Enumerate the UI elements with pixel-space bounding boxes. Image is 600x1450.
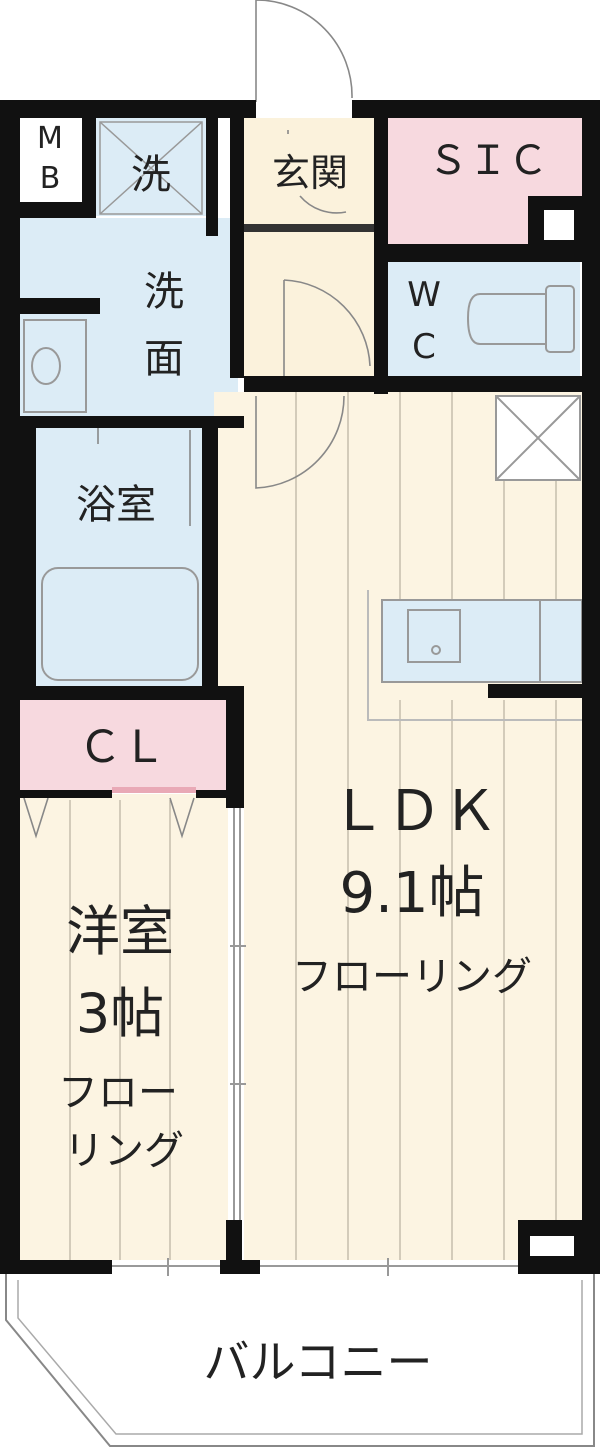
- balcony-label: バルコニー: [203, 1335, 432, 1389]
- washroom-label-line2: 面: [144, 336, 184, 382]
- floorboard-lines: [69, 392, 557, 1260]
- laundry-label: 洗: [131, 152, 171, 198]
- mb-label-line1: M: [37, 121, 63, 156]
- kitchen: [367, 395, 583, 721]
- ldk-floor: [244, 392, 582, 1260]
- entrance-step: [287, 130, 347, 214]
- room-labels: M B 洗 洗 面 浴室 玄関 ＳＩＣ W C ＣＬ ＬＤＫ 9.1帖 フローリ…: [37, 121, 548, 1389]
- kitchen-counter-outline: [367, 590, 582, 721]
- western-floor: [20, 794, 228, 1260]
- bathtub: [41, 567, 199, 681]
- western-label-line3: フロー: [58, 1070, 178, 1116]
- western-label-line4: リング: [64, 1128, 184, 1174]
- ldk-label-line1: ＬＤＫ: [330, 779, 498, 844]
- room-fills: [20, 118, 582, 1260]
- western-label-line1: 洋室: [66, 900, 174, 963]
- sic-floor: [388, 118, 582, 244]
- balcony-inner: [17, 1280, 583, 1435]
- sink-drain: [431, 645, 441, 655]
- sliding-doors: [112, 787, 518, 1276]
- entrance-label: 玄関: [272, 151, 348, 195]
- balcony-outline: [5, 1274, 595, 1447]
- mb-space: [20, 118, 82, 202]
- washbasin: [23, 319, 87, 413]
- closet-floor: [20, 700, 226, 790]
- entrance-door-swing: [283, 279, 371, 376]
- ldk-door-swing: [255, 395, 345, 489]
- sic-label: ＳＩＣ: [428, 138, 548, 184]
- mb-label-line2: B: [40, 161, 61, 196]
- sic-shaft: [544, 210, 574, 240]
- wc-label-line2: C: [412, 327, 436, 367]
- wc-label-line1: W: [407, 275, 441, 315]
- laundry-pan: [99, 121, 203, 215]
- toilet: [466, 285, 575, 353]
- door-swings: [23, 0, 371, 839]
- front-door-swing: [255, 0, 353, 102]
- ldk-label-line2: 9.1帖: [339, 861, 484, 926]
- western-label-line2: 3帖: [76, 982, 164, 1045]
- entrance-floor: [244, 118, 374, 380]
- closet-label: ＣＬ: [78, 722, 166, 773]
- hall-strip: [214, 392, 244, 692]
- bath-label: 浴室: [76, 482, 156, 528]
- washroom-label-line1: 洗: [144, 269, 184, 315]
- ldk-label-line3: フローリング: [292, 954, 532, 1000]
- shaft-opening: [530, 1236, 574, 1256]
